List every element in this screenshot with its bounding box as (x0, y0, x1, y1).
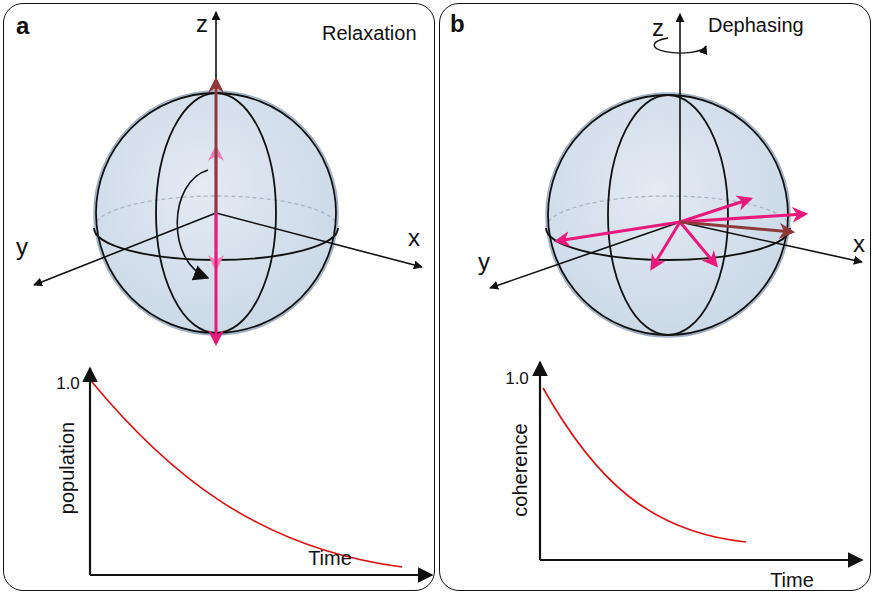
tick-label: 1.0 (56, 375, 80, 392)
population-plot (90, 368, 432, 575)
panel-letter: a (16, 12, 29, 40)
axis-label: z (652, 16, 664, 40)
panel-letter: b (450, 10, 465, 38)
axis-title: coherence (510, 423, 530, 516)
axis-label: y (478, 250, 490, 274)
axis-title: Time (308, 548, 352, 568)
axis-label: x (408, 226, 420, 250)
state-vectors (557, 199, 805, 268)
panel-frame: b Dephasing (439, 3, 871, 591)
axis-label: y (16, 235, 28, 259)
bloch-sphere (546, 93, 790, 337)
axis-label: x (853, 232, 865, 256)
coherence-plot (540, 362, 862, 560)
axes (34, 12, 422, 285)
panel-title: Relaxation (322, 22, 417, 45)
axis-title: Time (770, 570, 814, 590)
axis-title: population (57, 422, 77, 514)
panel-title: Dephasing (708, 14, 804, 37)
axes (490, 14, 862, 288)
axis-label: z (196, 12, 208, 36)
state-vectors (177, 80, 216, 343)
tick-label: 1.0 (505, 370, 529, 387)
